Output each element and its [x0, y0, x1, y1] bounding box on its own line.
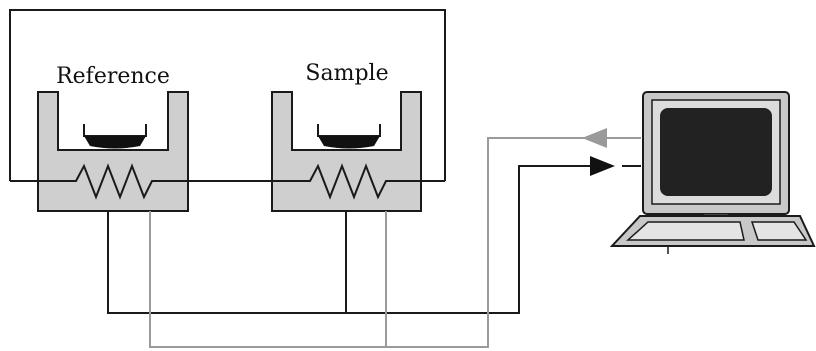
sample-pan-sample: [318, 136, 380, 149]
reference-cell: [37, 91, 189, 212]
sample-cell: [271, 91, 422, 212]
sample-label: Sample: [305, 61, 388, 86]
dark-arrow-icon: [590, 156, 615, 176]
reference-pan: [83, 124, 147, 137]
dark-signal-wire: [107, 165, 590, 314]
computer-monitor: [609, 91, 816, 254]
reference-pan-sample: [84, 136, 146, 149]
sample-heater: [272, 163, 421, 200]
furnace-enclosure-line: [9, 9, 446, 181]
sample-holder: [271, 91, 422, 212]
gray-control-wire: [149, 137, 610, 348]
sample-pan: [317, 124, 381, 137]
gray-arrow-icon: [582, 128, 607, 148]
monitor-screen: [660, 108, 772, 196]
reference-heater: [38, 163, 188, 200]
keyboard-pad: [750, 221, 808, 241]
reference-holder: [37, 91, 189, 212]
keyboard-keys: [626, 221, 745, 241]
reference-label: Reference: [56, 64, 170, 89]
